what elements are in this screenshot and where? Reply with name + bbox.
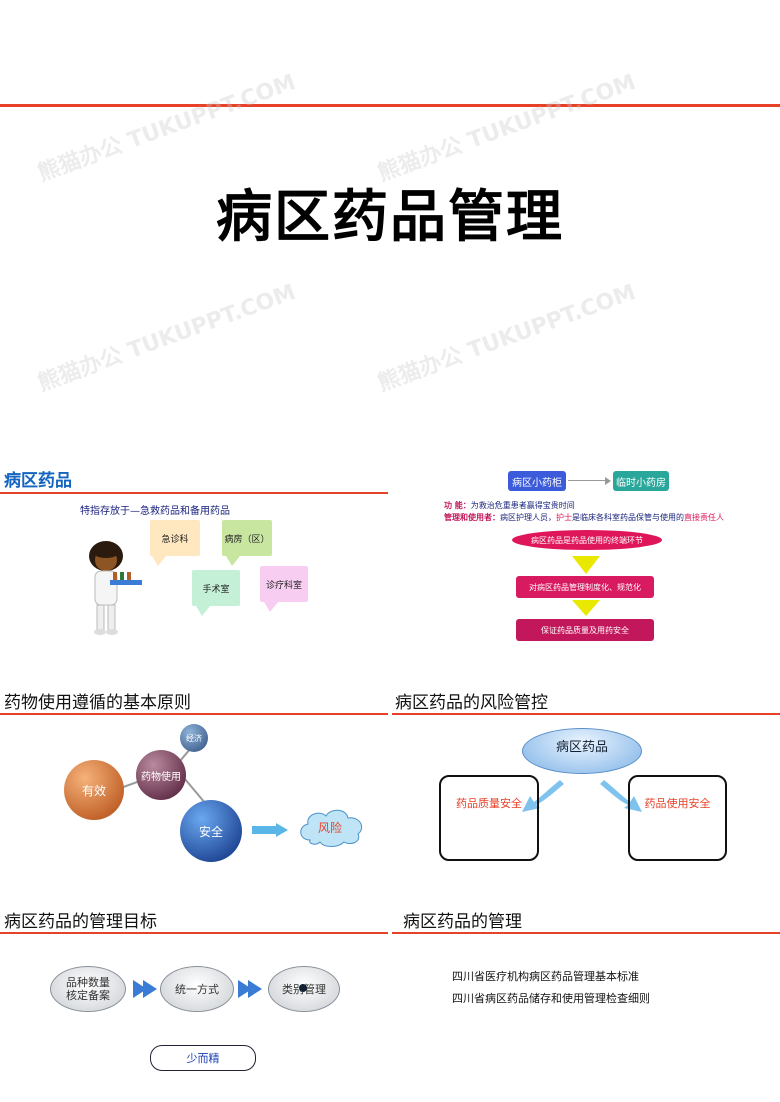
watermark: 熊猫办公 TUKUPPT.COM <box>34 70 300 187</box>
function-label: 功 能： <box>444 501 471 510</box>
bubble-tail <box>152 556 166 566</box>
down-arrow-icon <box>572 600 600 616</box>
oval-label: 品种数量 核定备案 <box>66 976 110 1002</box>
box-temp-pharmacy: 临时小药房 <box>613 471 669 491</box>
manager-line: 管理和使用者：病区护理人员，护士是临床各科室药品保管与使用的直接责任人 <box>444 512 724 523</box>
manager-label: 管理和使用者： <box>444 513 500 522</box>
chevron-right-icon <box>143 980 157 998</box>
sphere-safety: 安全 <box>180 800 242 862</box>
bubble-tail <box>196 606 210 616</box>
bubble-label: 急诊科 <box>161 534 189 545</box>
slide4-divider <box>392 713 780 715</box>
nurse-figure <box>82 538 152 638</box>
oval-goal-1: 品种数量 核定备案 <box>50 966 126 1012</box>
bubble-label: 手术室 <box>202 584 230 595</box>
slide1-divider <box>0 492 388 494</box>
slide4-title: 病区药品的风险管控 <box>395 693 548 713</box>
pill-few-but-fine: 少而精 <box>150 1045 256 1071</box>
bubble-emergency: 急诊科 <box>150 520 200 556</box>
slide1-subtitle: 特指存放于—急救药品和备用药品 <box>80 506 230 517</box>
down-arrow-icon <box>572 556 600 574</box>
flow-label: 保证药品质量及用药安全 <box>541 625 629 635</box>
slide6-title: 病区药品的管理 <box>403 912 522 932</box>
sphere-drug-use: 药物使用 <box>136 750 186 800</box>
manager-nurse: 护士 <box>556 513 572 522</box>
function-line: 功 能：为救治危重患者赢得宝贵时间 <box>444 500 575 511</box>
bubble-tail <box>264 602 278 612</box>
bubble-operating-room: 手术室 <box>192 570 240 606</box>
pill-label: 少而精 <box>186 1052 220 1065</box>
sphere-label: 安全 <box>198 824 223 839</box>
flow-label: 对病区药品管理制度化、规范化 <box>529 582 641 592</box>
arrow-head-icon <box>605 477 611 485</box>
slide5-divider <box>0 932 388 934</box>
oval-label: 统一方式 <box>175 982 219 996</box>
top-label: 病区药品 <box>555 739 608 755</box>
sphere-label: 经济 <box>186 733 202 743</box>
box-quality-safety: 药品质量安全 <box>439 775 539 861</box>
watermark: 熊猫办公 TUKUPPT.COM <box>374 70 640 187</box>
sphere-economy: 经济 <box>180 724 208 752</box>
box-use-safety: 药品使用安全 <box>628 775 727 861</box>
box-label: 病区小药柜 <box>512 477 562 489</box>
arrow-line <box>568 480 608 481</box>
top-divider <box>0 104 780 107</box>
box-label: 药品使用安全 <box>644 797 711 810</box>
bubble-ward: 病房（区） <box>222 520 272 556</box>
slide1-title: 病区药品 <box>4 471 72 491</box>
sphere-effective: 有效 <box>64 760 124 820</box>
flow-step-3: 保证药品质量及用药安全 <box>516 619 654 641</box>
page-title: 病区药品管理 <box>216 185 564 250</box>
slide6-divider <box>392 932 780 934</box>
function-text: 为救治危重患者赢得宝贵时间 <box>470 501 575 510</box>
flow-label: 病区药品是药品使用的终端环节 <box>531 535 643 545</box>
slide3-title: 药物使用遵循的基本原则 <box>4 693 191 713</box>
box-label: 药品质量安全 <box>456 797 522 810</box>
box-label: 临时小药房 <box>616 477 666 489</box>
slide5-title: 病区药品的管理目标 <box>4 912 157 932</box>
watermark: 熊猫办公 TUKUPPT.COM <box>374 280 640 397</box>
oval-goal-2: 统一方式 <box>160 966 234 1012</box>
slide3-divider <box>0 713 388 715</box>
manager-responsible: 直接责任人 <box>684 513 724 522</box>
bubble-clinic: 诊疗科室 <box>260 566 308 602</box>
box-medicine-cabinet: 病区小药柜 <box>508 471 566 491</box>
bubble-label: 病房（区） <box>224 534 270 545</box>
manager-text: 病区护理人员， <box>500 513 556 522</box>
top-ellipse: 病区药品 <box>522 728 642 774</box>
right-arrow-icon <box>252 822 288 841</box>
curved-arrow-icon <box>520 778 566 818</box>
cloud-risk: 风险 <box>296 806 368 848</box>
flow-step-2: 对病区药品管理制度化、规范化 <box>516 576 654 598</box>
regulation-line-2: 四川省病区药品储存和使用管理检查细则 <box>452 992 650 1005</box>
cloud-label: 风险 <box>318 821 343 835</box>
watermark: 熊猫办公 TUKUPPT.COM <box>34 280 300 397</box>
curved-arrow-icon <box>598 778 644 818</box>
chevron-right-icon <box>248 980 262 998</box>
sphere-label: 药物使用 <box>141 771 181 783</box>
manager-text: 是临床各科室药品保管与使用的 <box>572 513 684 522</box>
bubble-tail <box>226 556 240 566</box>
flow-step-1: 病区药品是药品使用的终端环节 <box>512 530 662 550</box>
regulation-line-1: 四川省医疗机构病区药品管理基本标准 <box>452 970 639 983</box>
bubble-label: 诊疗科室 <box>265 580 302 591</box>
oval-dot-icon <box>299 984 307 992</box>
sphere-label: 有效 <box>81 783 106 798</box>
